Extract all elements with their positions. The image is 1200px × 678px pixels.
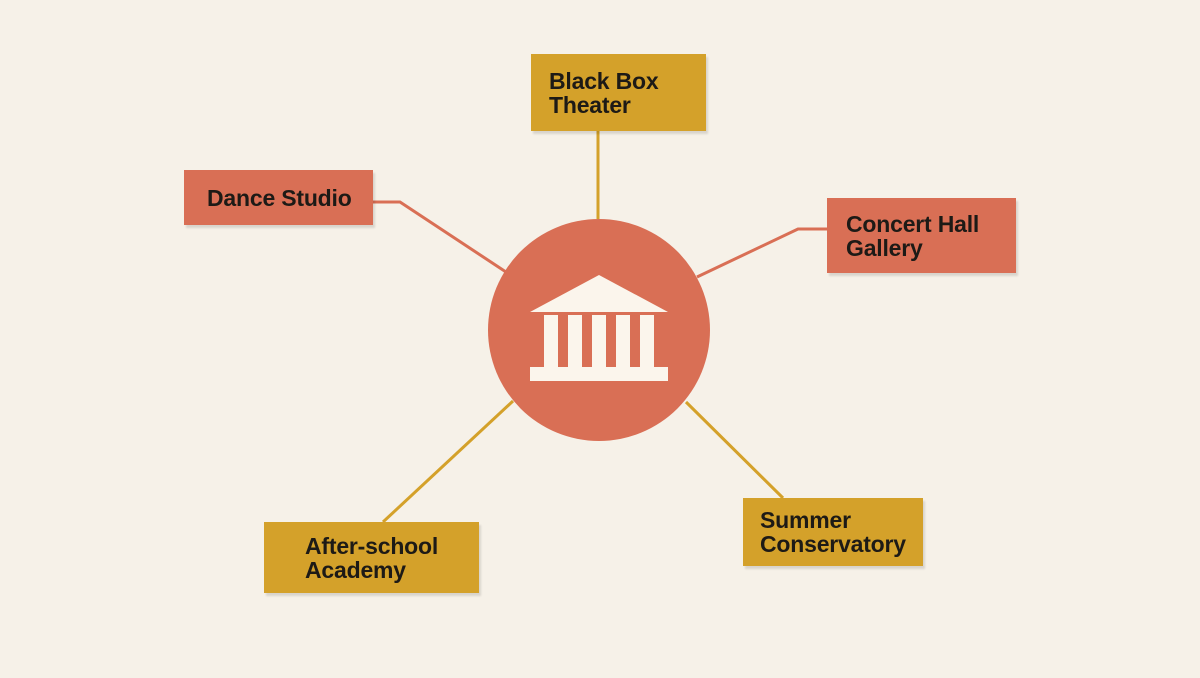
- node-black-box-theater: Black Box Theater: [531, 54, 706, 131]
- connector-concert: [696, 227, 827, 279]
- connector-afterschool: [381, 399, 515, 524]
- node-dance-studio: Dance Studio: [184, 170, 373, 225]
- building-column-5: [640, 315, 654, 367]
- hub-circle: [488, 219, 710, 441]
- node-after-school-academy-label: After-school Academy: [305, 532, 439, 583]
- building-column-1: [544, 315, 558, 367]
- museum-building-icon: [488, 219, 710, 441]
- building-column-2: [568, 315, 582, 367]
- node-summer-conservatory: Summer Conservatory: [743, 498, 923, 566]
- node-black-box-theater-label: Black Box Theater: [549, 67, 659, 118]
- node-concert-hall-gallery-label: Concert Hall Gallery: [846, 210, 980, 261]
- node-summer-conservatory-label: Summer Conservatory: [760, 507, 906, 557]
- node-dance-studio-label: Dance Studio: [207, 184, 352, 211]
- connector-dance: [373, 200, 507, 274]
- connector-summer: [684, 400, 785, 500]
- building-glyph: [530, 275, 668, 381]
- building-roof: [530, 275, 668, 312]
- node-concert-hall-gallery: Concert Hall Gallery: [827, 198, 1016, 273]
- node-after-school-academy: After-school Academy: [264, 522, 479, 593]
- building-column-3: [592, 315, 606, 367]
- building-step: [530, 367, 668, 381]
- building-column-4: [616, 315, 630, 367]
